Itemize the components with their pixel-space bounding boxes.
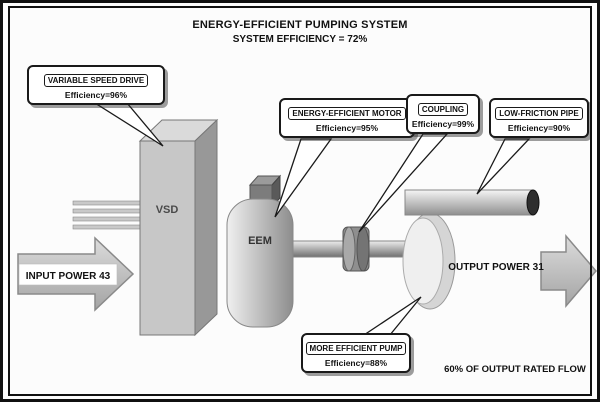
vsd-front-face: [139, 140, 196, 336]
tail-motor: [274, 138, 333, 218]
diagram-title-block: ENERGY-EFFICIENT PUMPING SYSTEM SYSTEM E…: [3, 19, 597, 45]
callout-low-friction-pipe-efficiency: Efficiency=90%: [507, 123, 571, 133]
diagram-shapes-layer: VSD EEM: [17, 102, 597, 375]
output-power-label: OUTPUT POWER 31: [448, 262, 544, 273]
output-rated-flow-note: 60% OF OUTPUT RATED FLOW: [444, 364, 586, 375]
pipe: [404, 189, 540, 216]
callout-low-friction-pipe-label: LOW-FRICTION PIPE: [495, 107, 583, 120]
callout-energy-efficient-motor-label: ENERGY-EFFICIENT MOTOR: [288, 107, 406, 120]
callout-more-efficient-pump: MORE EFFICIENT PUMP Efficiency=88%: [301, 333, 411, 373]
input-wires: [72, 200, 142, 230]
callout-coupling-efficiency: Efficiency=99%: [411, 119, 475, 129]
output-power-arrow: OUTPUT POWER 31: [448, 233, 597, 309]
callout-coupling-label: COUPLING: [417, 103, 469, 116]
vsd-side-face: [194, 118, 218, 337]
vsd-cabinet: VSD: [138, 118, 219, 337]
tail-coupling: [358, 133, 449, 233]
tail-pipe: [476, 138, 531, 195]
pipe-end-cap: [526, 189, 540, 216]
eem-motor: EEM: [226, 174, 294, 328]
coupling: [342, 226, 370, 272]
callout-variable-speed-drive-efficiency: Efficiency=96%: [64, 90, 128, 100]
input-power-label: INPUT POWER 43: [26, 271, 111, 282]
pump: [402, 212, 456, 310]
diagram-title: ENERGY-EFFICIENT PUMPING SYSTEM: [192, 19, 408, 31]
input-power-arrow: INPUT POWER 43: [17, 236, 135, 312]
callout-tails: [92, 102, 531, 342]
callout-more-efficient-pump-label: MORE EFFICIENT PUMP: [305, 342, 407, 355]
vsd-label: VSD: [156, 204, 179, 216]
motor-body: [226, 198, 294, 328]
callout-energy-efficient-motor-efficiency: Efficiency=95%: [315, 123, 379, 133]
eem-label: EEM: [248, 235, 272, 247]
input-power-label-box: [18, 263, 118, 286]
callout-variable-speed-drive: VARIABLE SPEED DRIVE Efficiency=96%: [27, 65, 165, 105]
callout-more-efficient-pump-efficiency: Efficiency=88%: [324, 358, 388, 368]
callout-energy-efficient-motor: ENERGY-EFFICIENT MOTOR Efficiency=95%: [279, 98, 415, 138]
tail-vsd: [92, 102, 164, 147]
callout-low-friction-pipe: LOW-FRICTION PIPE Efficiency=90%: [489, 98, 589, 138]
callout-coupling: COUPLING Efficiency=99%: [406, 94, 480, 134]
callout-variable-speed-drive-label: VARIABLE SPEED DRIVE: [43, 74, 149, 87]
system-efficiency: SYSTEM EFFICIENCY = 72%: [232, 34, 368, 45]
